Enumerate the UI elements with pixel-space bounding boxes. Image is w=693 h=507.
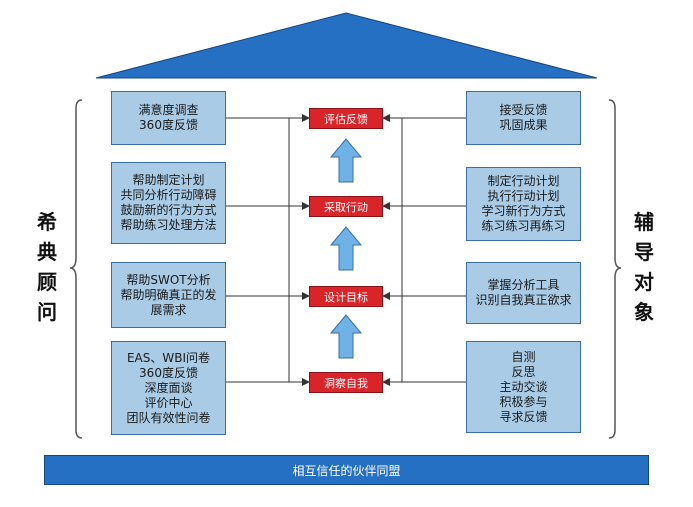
up-arrow-1 [329, 138, 363, 183]
right-side-char: 对 [634, 270, 654, 294]
left-box-line: 鼓励新的行为方式 [120, 203, 217, 217]
left-brace [69, 99, 83, 439]
left-side-char: 希 [37, 210, 57, 234]
right-box-3: 掌握分析工具 识别自我真正欲求 [466, 262, 581, 324]
step-design-goals: 设计目标 [309, 286, 383, 307]
step-label: 采取行动 [324, 200, 368, 214]
right-box-line: 巩固成果 [499, 118, 548, 132]
step-self-insight: 洞察自我 [309, 372, 383, 393]
right-side-char: 导 [634, 240, 654, 264]
right-box-line: 识别自我真正欲求 [475, 293, 572, 307]
left-box-line: 360度反馈 [139, 118, 198, 132]
left-box-2: 帮助制定计划 共同分析行动障碍 鼓励新的行为方式 帮助练习处理方法 [111, 162, 226, 244]
right-side-label: 辅 导 对 象 [631, 207, 657, 327]
right-box-4: 自测 反思 主动交谈 积极参与 寻求反馈 [466, 341, 581, 433]
left-box-line: 帮助SWOT分析 [126, 272, 211, 287]
left-box-line: 团队有效性问卷 [126, 410, 211, 425]
roof [95, 12, 598, 79]
left-box-line: 评价中心 [144, 395, 193, 410]
right-side-char: 象 [634, 300, 654, 324]
step-label: 设计目标 [324, 290, 368, 304]
left-box-3: 帮助SWOT分析 帮助明确真正的发 展需求 [111, 262, 226, 328]
right-box-line: 反思 [511, 364, 536, 379]
right-box-line: 练习练习再练习 [481, 219, 566, 233]
left-box-1: 满意度调查 360度反馈 [111, 91, 226, 145]
left-box-line: 共同分析行动障碍 [120, 188, 217, 202]
left-box-4: EAS、WBI问卷 360度反馈 深度面谈 评价中心 团队有效性问卷 [111, 341, 226, 435]
left-side-char: 问 [37, 300, 57, 324]
left-box-line: 360度反馈 [139, 365, 198, 380]
step-label: 评估反馈 [324, 112, 368, 126]
left-box-line: 帮助制定计划 [132, 173, 205, 187]
right-box-2: 制定行动计划 执行行动计划 学习新行为方式 练习练习再练习 [466, 167, 581, 241]
left-box-line: 满意度调查 [138, 103, 199, 117]
right-box-line: 掌握分析工具 [487, 278, 560, 292]
left-box-line: EAS、WBI问卷 [126, 350, 211, 365]
step-label: 洞察自我 [324, 376, 368, 390]
right-box-line: 学习新行为方式 [481, 204, 566, 218]
right-box-line: 主动交谈 [499, 379, 548, 394]
step-take-action: 采取行动 [309, 196, 383, 217]
step-evaluate-feedback: 评估反馈 [309, 108, 383, 129]
up-arrow-3 [329, 314, 363, 359]
left-box-line: 帮助明确真正的发 [120, 287, 217, 302]
right-box-line: 执行行动计划 [487, 189, 560, 203]
foundation-label: 相互信任的伙伴同盟 [292, 463, 401, 478]
right-box-line: 制定行动计划 [487, 174, 560, 188]
left-box-line: 深度面谈 [144, 380, 193, 395]
right-box-line: 接受反馈 [499, 103, 548, 117]
up-arrow-2 [329, 226, 363, 271]
left-box-line: 展需求 [150, 302, 187, 317]
right-brace [608, 99, 622, 439]
left-side-label: 希 典 顾 问 [34, 207, 60, 327]
left-box-line: 帮助练习处理方法 [120, 218, 217, 232]
right-box-line: 自测 [511, 349, 536, 364]
right-box-line: 积极参与 [499, 394, 548, 409]
left-side-char: 典 [37, 240, 57, 264]
right-side-char: 辅 [634, 210, 654, 234]
left-side-char: 顾 [37, 270, 57, 294]
right-box-1: 接受反馈 巩固成果 [466, 91, 581, 145]
foundation-banner: 相互信任的伙伴同盟 [44, 455, 649, 485]
right-box-line: 寻求反馈 [499, 409, 548, 424]
